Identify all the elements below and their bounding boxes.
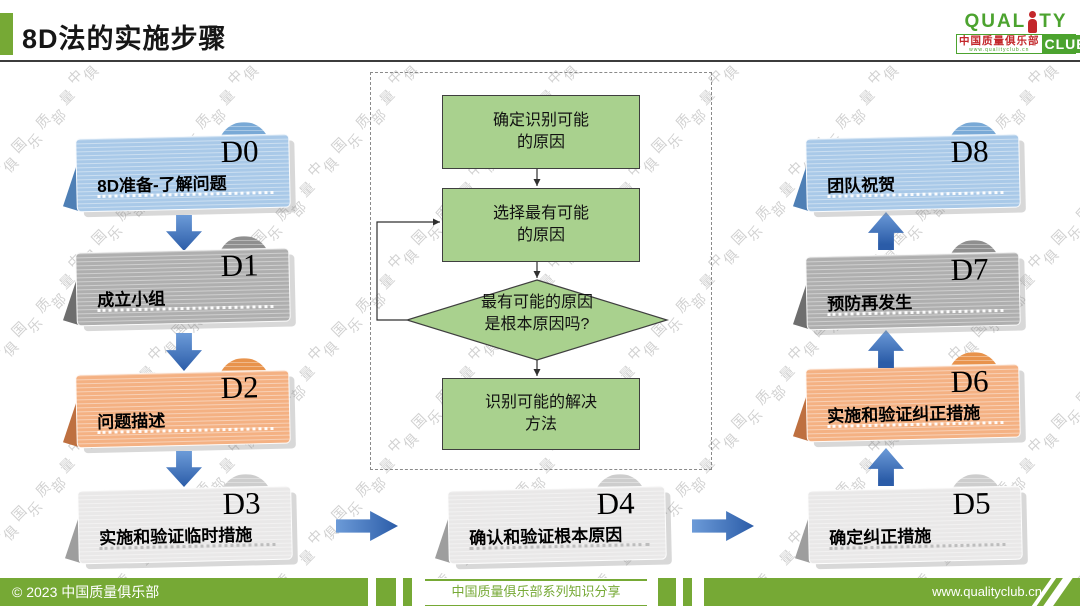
footer: © 2023 中国质量俱乐部 中国质量俱乐部系列知识分享 www.quality… — [0, 578, 1080, 606]
step-number: D3 — [222, 485, 261, 522]
step-card-d5: D5 确定纠正措施 — [792, 474, 1024, 568]
logo-text-left: QUAL — [964, 11, 1027, 32]
logo-club-badge: CLUB — [1041, 35, 1080, 53]
footer-copyright: © 2023 中国质量俱乐部 — [0, 578, 368, 606]
logo-wordmark: QUAL TY — [956, 9, 1076, 33]
flow-step-identify-causes: 确定识别可能 的原因 — [442, 95, 640, 169]
step-card-d6: D6 实施和验证纠正措施 — [790, 352, 1022, 446]
flow-text-line: 选择最有可能 — [492, 205, 589, 223]
step-number: D6 — [950, 363, 989, 400]
flow-step-identify-solutions: 识别可能的解决 方法 — [442, 378, 640, 450]
step-card-d2: D2 问题描述 — [60, 358, 292, 452]
card-panel: D5 确定纠正措施 — [807, 485, 1023, 565]
footer-divider-square — [403, 578, 412, 606]
card-panel: D0 8D准备-了解问题 — [75, 133, 291, 213]
person-icon — [1027, 11, 1038, 33]
step-number: D7 — [950, 251, 989, 288]
flow-step-select-likely-cause: 选择最有可能 的原因 — [442, 188, 640, 262]
logo-text-right: TY — [1039, 11, 1068, 32]
step-card-d4: D4 确认和验证根本原因 — [432, 474, 668, 568]
step-number: D1 — [220, 247, 259, 284]
logo-cn-wrap: 中国质量俱乐部 www.qualityclub.cn — [957, 35, 1042, 54]
step-number: D2 — [220, 369, 259, 406]
quality-club-logo: QUAL TY 中国质量俱乐部 www.qualityclub.cn CLUB — [956, 9, 1080, 54]
flow-text-line: 的原因 — [516, 227, 565, 244]
step-number: D0 — [220, 133, 259, 170]
card-panel: D8 团队祝贺 — [805, 133, 1021, 213]
step-card-d0: D0 8D准备-了解问题 — [60, 122, 292, 216]
footer-divider-square — [376, 578, 396, 606]
step-card-d1: D1 成立小组 — [60, 236, 292, 330]
step-card-d7: D7 预防再发生 — [790, 240, 1022, 334]
person-head — [1029, 11, 1037, 18]
card-panel: D6 实施和验证纠正措施 — [805, 363, 1021, 443]
card-panel: D4 确认和验证根本原因 — [447, 485, 667, 565]
card-panel: D3 实施和验证临时措施 — [77, 485, 293, 565]
step-number: D5 — [952, 485, 991, 522]
flow-text-line: 的原因 — [516, 134, 565, 151]
footer-series-title: 中国质量俱乐部系列知识分享 — [425, 579, 647, 606]
card-panel: D7 预防再发生 — [805, 251, 1021, 331]
footer-url-bar: www.qualityclub.cn — [704, 578, 1080, 606]
logo-chinese-name: 中国质量俱乐部 — [959, 35, 1040, 47]
step-number: D4 — [596, 485, 635, 522]
footer-divider-square — [683, 578, 692, 606]
card-panel: D1 成立小组 — [75, 247, 291, 327]
flow-text-line: 最有可能的原因 — [480, 294, 593, 311]
flow-text-line: 确定识别可能 — [492, 112, 589, 130]
card-panel: D2 问题描述 — [75, 369, 291, 449]
title-accent-bar — [0, 13, 13, 55]
flow-text-line: 是根本原因吗? — [484, 315, 590, 333]
step-number: D8 — [950, 133, 989, 170]
header-divider — [0, 60, 1080, 62]
page-title: 8D法的实施步骤 — [22, 24, 227, 54]
step-card-d3: D3 实施和验证临时措施 — [62, 474, 294, 568]
flowchart-frame — [370, 72, 712, 470]
footer-url: www.qualityclub.cn — [932, 584, 1042, 599]
flow-text-line: 方法 — [524, 416, 557, 433]
logo-subbox: 中国质量俱乐部 www.qualityclub.cn CLUB — [956, 34, 1080, 54]
flow-connectors — [376, 167, 670, 376]
flow-decision-text: 最有可能的原因 是根本原因吗? — [417, 292, 657, 335]
person-body — [1028, 19, 1038, 33]
logo-url: www.qualityclub.cn — [969, 47, 1030, 53]
flow-text-line: 识别可能的解决 — [484, 394, 597, 412]
step-card-d8: D8 团队祝贺 — [790, 122, 1022, 216]
footer-divider-square — [658, 578, 676, 606]
